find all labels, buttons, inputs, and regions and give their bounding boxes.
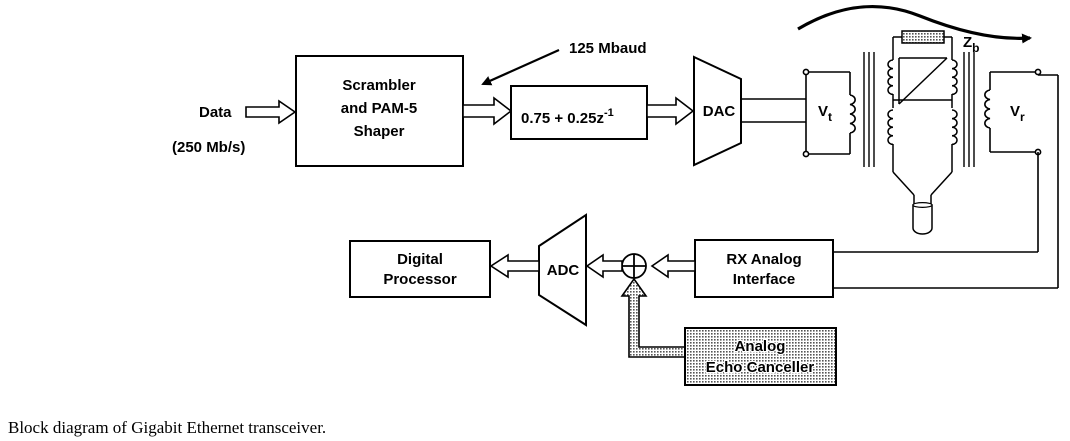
filter-to-dac-arrow (646, 96, 695, 126)
zb-label: Zb (963, 34, 980, 55)
hybrid-network (887, 30, 958, 205)
dac-block: DAC (693, 55, 742, 167)
rx-to-summer-arrow (650, 253, 696, 279)
scrambler-block: Scrambler and PAM-5 Shaper (295, 55, 464, 167)
adc-to-processor-arrow (489, 253, 540, 279)
vr-label: Vr (1010, 103, 1025, 124)
digital-processor-block: Digital Processor (349, 240, 491, 298)
vt-label: Vt (818, 103, 832, 124)
adc-block: ADC (538, 213, 587, 327)
echo-feedback-arrow (620, 277, 686, 358)
summing-junction (621, 253, 647, 279)
data-rate-label: (250 Mb/s) (172, 139, 245, 156)
transformer-cores (863, 52, 975, 167)
rx-line-1: RX Analog (726, 251, 801, 268)
ground-capacitor (912, 202, 933, 235)
data-input-arrow (245, 99, 297, 125)
rx-interface-block: RX Analog Interface (694, 239, 834, 298)
scrambler-line-1: Scrambler (342, 77, 416, 94)
adc-label: ADC (547, 262, 580, 279)
signal-flow-arrow (797, 4, 1032, 44)
scrambler-line-3: Shaper (354, 123, 405, 140)
figure-caption: Block diagram of Gigabit Ethernet transc… (8, 418, 327, 437)
summer-to-adc-arrow (585, 253, 623, 279)
scrambler-to-filter-arrow (462, 96, 513, 126)
rx-line-2: Interface (733, 271, 796, 288)
echo-line-2: Echo Canceller (706, 359, 815, 376)
primary-winding (802, 68, 856, 158)
dac-output-wires (741, 98, 806, 123)
baud-pointer-arrow (481, 48, 560, 86)
baud-rate-label: 125 Mbaud (569, 40, 647, 57)
data-input-label: Data (199, 104, 232, 121)
filter-exponent: -1 (604, 107, 614, 119)
processor-line-2: Processor (383, 271, 457, 288)
fir-filter-block: 0.75 + 0.25z-1 (510, 85, 648, 140)
svg-text:0.75 + 0.25z-1: 0.75 + 0.25z-1 (521, 107, 614, 127)
processor-line-1: Digital (397, 251, 443, 268)
dac-label: DAC (703, 103, 736, 120)
echo-line-1: Analog (735, 338, 786, 355)
receive-wires (834, 74, 1059, 289)
echo-canceller-block: Analog Echo Canceller (684, 327, 837, 386)
filter-expression: 0.75 + 0.25z (521, 110, 604, 127)
scrambler-line-2: and PAM-5 (341, 100, 417, 117)
